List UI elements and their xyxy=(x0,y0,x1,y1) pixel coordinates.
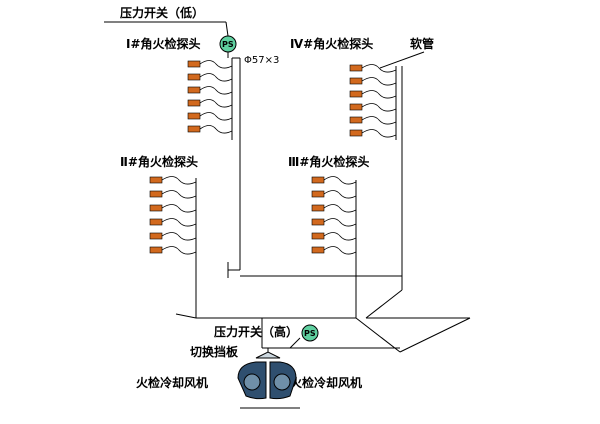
pressure-switch-high-label: 压力开关（高） xyxy=(214,324,298,339)
probe-icon xyxy=(349,129,363,137)
hose-line xyxy=(199,112,233,121)
label-leader xyxy=(225,21,229,37)
probe-group-corner-1 xyxy=(187,60,233,134)
probe-icon xyxy=(187,86,201,94)
probe-group-corner-3 xyxy=(311,176,357,255)
probe-icon xyxy=(311,204,325,212)
probe-group-corner-2 xyxy=(149,176,197,255)
probe-icon xyxy=(311,218,325,226)
switch-damper-label: 切换挡板 xyxy=(190,344,239,359)
probe-icon xyxy=(187,99,201,107)
hose-line xyxy=(361,116,397,125)
fan-left-label: 火检冷却风机 xyxy=(136,375,208,390)
probe-icon xyxy=(149,176,163,184)
cooling-fans xyxy=(237,348,300,409)
hose-line xyxy=(323,218,357,227)
hose-line xyxy=(199,73,233,82)
probe-group-corner-4 xyxy=(349,64,397,138)
hose-line xyxy=(161,190,197,199)
fan-right-icon xyxy=(273,373,291,391)
probe-icon xyxy=(349,103,363,111)
probe-icon xyxy=(311,232,325,240)
corner1-probe-label: Ⅰ#角火检探头 xyxy=(126,36,201,51)
hose-line xyxy=(323,246,357,255)
probe-icon xyxy=(311,176,325,184)
hose-line xyxy=(323,232,357,241)
hose-line xyxy=(323,190,357,199)
pressure-switch-low-label: 压力开关（低） xyxy=(120,5,204,20)
probe-icon xyxy=(349,77,363,85)
corner4-probe-label: Ⅳ#角火检探头 xyxy=(290,36,373,51)
hose-line xyxy=(161,176,197,185)
main-pipe-network xyxy=(175,57,471,353)
probe-icon xyxy=(349,116,363,124)
fan-right-label: 火检冷却风机 xyxy=(290,375,362,390)
hose-line xyxy=(361,103,397,112)
hose-label: 软管 xyxy=(410,36,434,51)
hose-line xyxy=(323,176,357,185)
hose-line xyxy=(199,99,233,108)
ps-low-tag: PS xyxy=(222,40,234,49)
probe-groups xyxy=(149,60,397,255)
probe-icon xyxy=(187,125,201,133)
hose-line xyxy=(161,246,197,255)
hose-line xyxy=(161,232,197,241)
probe-icon xyxy=(149,218,163,226)
hose-leader xyxy=(379,51,425,69)
hose-line xyxy=(199,60,233,69)
hose-line xyxy=(361,90,397,99)
hose-line xyxy=(161,204,197,213)
probe-icon xyxy=(349,90,363,98)
probe-icon xyxy=(187,112,201,120)
hose-line xyxy=(323,204,357,213)
corner2-probe-label: Ⅱ#角火检探头 xyxy=(120,154,198,169)
pipe-spec-label: Φ57×3 xyxy=(244,55,279,66)
probe-icon xyxy=(311,190,325,198)
hose-line xyxy=(361,77,397,86)
fan-left-icon xyxy=(243,373,261,391)
pressure-switch-high-icon xyxy=(301,324,319,342)
probe-icon xyxy=(149,204,163,212)
pressure-switch-low-icon xyxy=(219,35,237,53)
hose-line xyxy=(199,86,233,95)
hose-line xyxy=(361,64,397,73)
probe-icon xyxy=(187,60,201,68)
probe-icon xyxy=(187,73,201,81)
probe-icon xyxy=(149,190,163,198)
ps-high-tag: PS xyxy=(304,329,316,338)
corner3-probe-label: Ⅲ#角火检探头 xyxy=(288,154,369,169)
switch-damper-icon xyxy=(255,351,281,359)
probe-icon xyxy=(349,64,363,72)
probe-icon xyxy=(149,232,163,240)
hose-line xyxy=(199,125,233,134)
probe-icon xyxy=(149,246,163,254)
hose-line xyxy=(161,218,197,227)
hose-line xyxy=(361,129,397,138)
probe-icon xyxy=(311,246,325,254)
